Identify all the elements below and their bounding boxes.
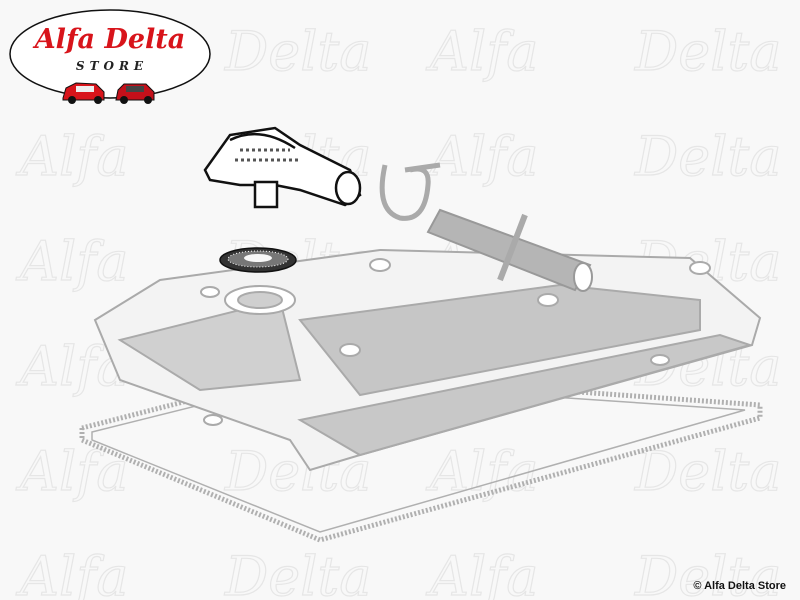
- cap-seal-washer[interactable]: [219, 247, 297, 273]
- valve-cover[interactable]: [93, 248, 762, 472]
- watermark-text: Alfa: [425, 440, 538, 503]
- watermark-text: Delta: [634, 125, 781, 188]
- hose-clamp[interactable]: [379, 162, 441, 221]
- watermark-text: Delta: [224, 545, 371, 600]
- breather-hose[interactable]: [426, 208, 593, 292]
- red-car-icon: [62, 82, 105, 104]
- red-car-icon: [115, 83, 155, 104]
- watermark-text: Alfa: [15, 545, 128, 600]
- oil-filler-cap[interactable]: [203, 126, 362, 209]
- watermark-text: Alfa: [15, 125, 128, 188]
- logo-subtitle: STORE: [76, 59, 148, 73]
- watermark-text: Delta: [634, 20, 781, 83]
- copyright-notice: © Alfa Delta Store: [693, 580, 786, 592]
- watermark-text: Delta: [634, 545, 781, 600]
- logo-title: Alfa Delta: [32, 24, 186, 55]
- alfa-delta-store-logo[interactable]: Alfa Delta STORE: [8, 8, 212, 104]
- watermark-text: Alfa: [425, 20, 538, 83]
- watermark-text: Delta: [634, 440, 781, 503]
- watermark-text: Alfa: [425, 545, 538, 600]
- watermark-text: Alfa: [15, 230, 128, 293]
- watermark-text: Delta: [224, 20, 371, 83]
- watermark-text: Alfa: [425, 125, 538, 188]
